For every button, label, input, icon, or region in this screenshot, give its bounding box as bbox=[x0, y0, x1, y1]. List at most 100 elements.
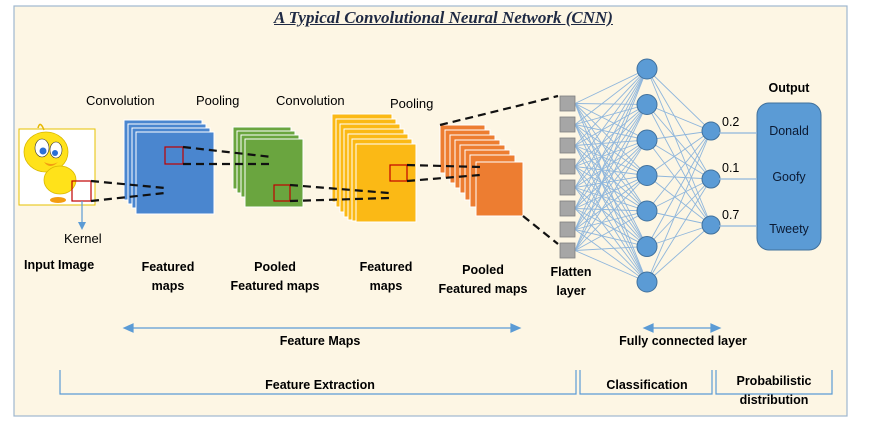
connection-line bbox=[574, 250, 648, 283]
hidden-layer bbox=[636, 58, 658, 293]
flatten-cell bbox=[559, 179, 576, 196]
label-feature-maps: Feature Maps bbox=[279, 334, 361, 348]
connection-line bbox=[646, 139, 712, 226]
output-heading: Output bbox=[768, 81, 810, 95]
conv2-feature-maps bbox=[331, 113, 417, 223]
label-classification: Classification bbox=[606, 378, 688, 392]
connection-lines bbox=[574, 68, 712, 283]
output-neuron bbox=[701, 215, 721, 235]
connection-line bbox=[646, 130, 712, 176]
connection-line bbox=[574, 104, 648, 188]
label-pooling-1: Pooling bbox=[196, 93, 240, 108]
label-pooled-featured-maps-2: Pooled Featured maps bbox=[428, 261, 538, 299]
label-pooled-1-line2: Featured maps bbox=[230, 279, 320, 293]
label-probabilistic-line1: Probabilistic bbox=[736, 374, 812, 388]
flatten-cell bbox=[559, 95, 576, 112]
hidden-neuron bbox=[636, 94, 658, 115]
flatten-layer bbox=[559, 95, 576, 259]
conv1-feature-maps bbox=[123, 119, 215, 215]
connection-line bbox=[574, 104, 648, 209]
label-featured-maps-1: Featured maps bbox=[118, 258, 218, 296]
connection-line bbox=[574, 68, 648, 251]
connection-line bbox=[574, 68, 648, 125]
connection-line bbox=[646, 130, 712, 283]
connection-line bbox=[646, 224, 712, 247]
label-featured-maps-2-line2: maps bbox=[369, 279, 403, 293]
label-pooled-2-line2: Featured maps bbox=[438, 282, 528, 296]
input-image bbox=[18, 123, 96, 206]
connection-line bbox=[574, 68, 648, 167]
connection-line bbox=[574, 68, 648, 104]
feature-maps-arrow bbox=[122, 323, 522, 333]
label-input-image: Input Image bbox=[24, 258, 95, 272]
connection-line bbox=[574, 139, 648, 251]
label-flatten-line2: layer bbox=[556, 284, 586, 298]
hidden-neuron bbox=[636, 58, 658, 80]
label-pooled-1-line1: Pooled bbox=[254, 260, 296, 274]
output-neuron bbox=[701, 121, 721, 141]
hidden-neuron bbox=[636, 165, 658, 186]
output-layer-neurons bbox=[701, 121, 721, 235]
connection-line bbox=[646, 175, 712, 226]
connection-line bbox=[646, 104, 712, 226]
connection-line bbox=[574, 210, 648, 251]
connection-line bbox=[646, 175, 712, 180]
connection-line bbox=[646, 130, 712, 141]
connection-line bbox=[574, 103, 648, 105]
connection-line bbox=[574, 68, 648, 146]
connection-line bbox=[574, 104, 648, 167]
label-probabilistic-line2: distribution bbox=[739, 393, 809, 407]
connection-line bbox=[646, 178, 712, 247]
label-flatten-line1: Flatten bbox=[550, 265, 592, 279]
fully-connected-arrow bbox=[642, 323, 722, 333]
connection-line bbox=[574, 68, 648, 188]
label-featured-maps-2: Featured maps bbox=[336, 258, 436, 296]
pool1-feature-maps bbox=[232, 126, 304, 208]
hidden-neuron bbox=[636, 200, 658, 222]
label-convolution-2: Convolution bbox=[276, 93, 345, 108]
connection-line bbox=[646, 68, 712, 132]
bottom-brackets bbox=[59, 370, 833, 395]
connection-line bbox=[646, 178, 712, 283]
projection-lines bbox=[90, 94, 559, 245]
prob-goofy: 0.1 bbox=[722, 161, 740, 175]
output-neuron bbox=[701, 169, 721, 189]
connection-line bbox=[646, 104, 712, 180]
connection-line bbox=[574, 139, 648, 146]
connection-line bbox=[646, 68, 712, 226]
output-class-tweety: Tweety bbox=[769, 222, 809, 236]
label-probabilistic-distribution: Probabilistic distribution bbox=[716, 372, 832, 410]
label-feature-extraction: Feature Extraction bbox=[265, 378, 375, 392]
connection-line bbox=[646, 210, 712, 226]
connection-line bbox=[574, 104, 648, 251]
flatten-cell bbox=[559, 200, 576, 217]
output-links bbox=[719, 132, 757, 227]
flatten-cell bbox=[559, 116, 576, 133]
connection-line bbox=[646, 224, 712, 283]
kernel-arrow bbox=[78, 201, 86, 230]
connection-line bbox=[574, 104, 648, 230]
connection-line bbox=[574, 139, 648, 188]
connection-line bbox=[574, 103, 648, 141]
flatten-cell bbox=[559, 158, 576, 175]
label-convolution-1: Convolution bbox=[86, 93, 155, 108]
label-pooling-2: Pooling bbox=[390, 96, 434, 111]
output-class-donald: Donald bbox=[769, 124, 809, 138]
label-featured-maps-1-line2: maps bbox=[151, 279, 185, 293]
connection-line bbox=[574, 68, 648, 230]
flatten-cell bbox=[559, 137, 576, 154]
label-featured-maps-1-line1: Featured bbox=[141, 260, 195, 274]
output-class-goofy: Goofy bbox=[772, 170, 806, 184]
connection-line bbox=[574, 246, 648, 251]
prob-tweety: 0.7 bbox=[722, 208, 740, 222]
label-flatten-layer: Flatten layer bbox=[536, 263, 606, 301]
hidden-neuron bbox=[636, 129, 658, 151]
connection-line bbox=[574, 104, 648, 146]
connection-line bbox=[574, 139, 648, 230]
connection-line bbox=[574, 104, 648, 125]
output-box bbox=[756, 102, 822, 251]
hidden-neuron bbox=[636, 236, 658, 257]
label-pooled-featured-maps-1: Pooled Featured maps bbox=[220, 258, 330, 296]
